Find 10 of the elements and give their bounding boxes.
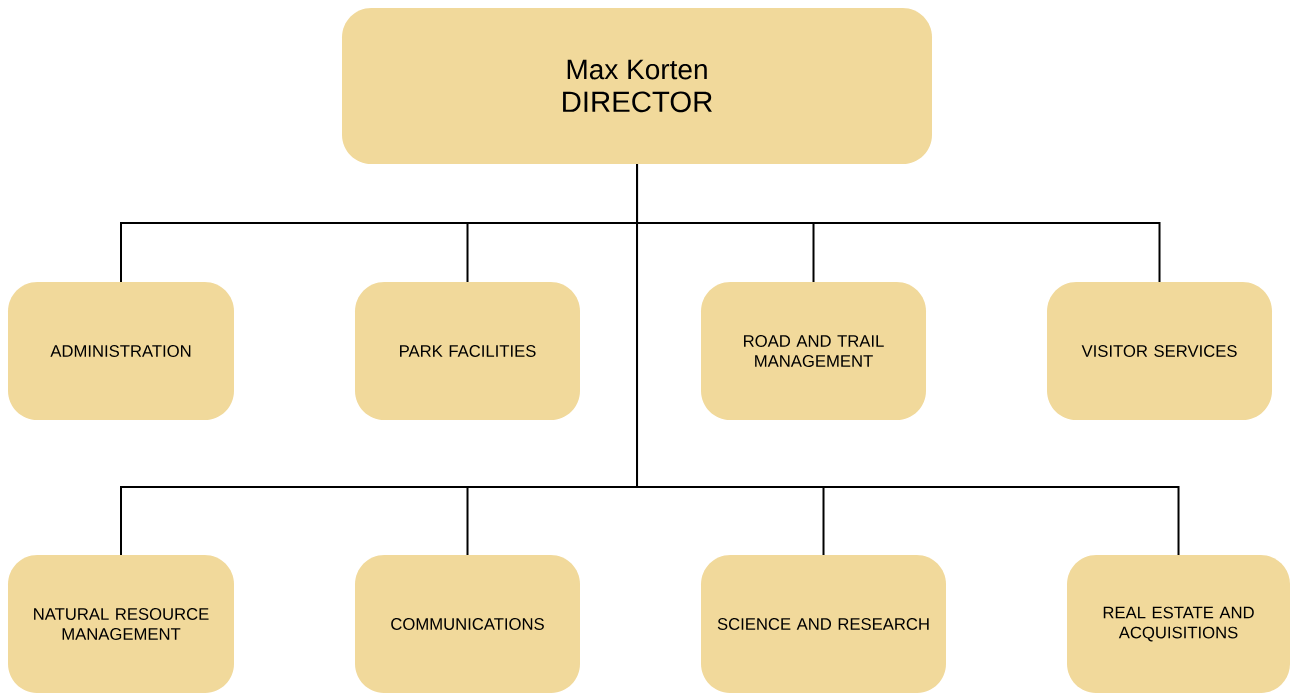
department-box: NATURAL RESOURCE MANAGEMENT [8,555,234,693]
department-box: PARK FACILITIES [355,282,580,420]
department-box: COMMUNICATIONS [355,555,580,693]
department-box: ROAD AND TRAIL MANAGEMENT [701,282,926,420]
department-box: REAL ESTATE AND ACQUISITIONS [1067,555,1290,693]
department-box: ADMINISTRATION [8,282,234,420]
department-box: VISITOR SERVICES [1047,282,1272,420]
director-box: Max Korten DIRECTOR [342,8,932,164]
department-box: SCIENCE AND RESEARCH [701,555,946,693]
connector-line [636,163,1180,556]
